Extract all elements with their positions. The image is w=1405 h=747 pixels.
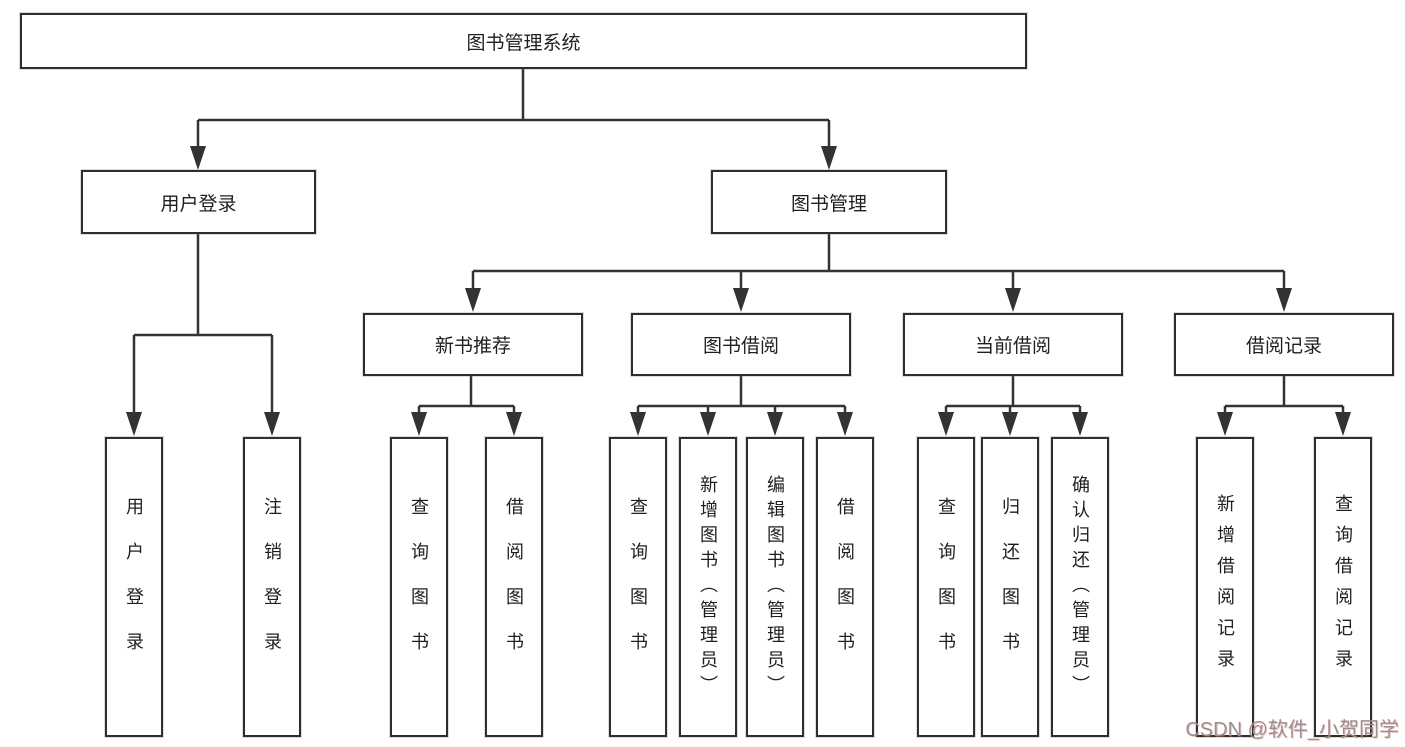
node-root: 图书管理系统	[20, 13, 1027, 69]
node-book-management: 图书管理	[711, 170, 947, 234]
leaf-query-books-borrow: 查询图书	[609, 437, 667, 737]
csdn-watermark: CSDN @软件_小贺同学	[1185, 719, 1399, 741]
leaf-query-books-recommend: 查询图书	[390, 437, 448, 737]
node-borrow-records: 借阅记录	[1174, 313, 1394, 376]
leaf-add-borrow-record: 新增借阅记录	[1196, 437, 1254, 737]
leaf-borrow-books-recommend: 借阅图书	[485, 437, 543, 737]
leaf-logout: 注销登录	[243, 437, 301, 737]
leaf-confirm-return-admin: 确认归还（管理员）	[1051, 437, 1109, 737]
node-book-borrow: 图书借阅	[631, 313, 851, 376]
leaf-return-books: 归还图书	[981, 437, 1039, 737]
leaf-user-login: 用户登录	[105, 437, 163, 737]
arrowhead-icons	[126, 146, 1351, 436]
leaf-edit-books-admin: 编辑图书（管理员）	[746, 437, 804, 737]
leaf-borrow-books: 借阅图书	[816, 437, 874, 737]
node-new-book-recommend: 新书推荐	[363, 313, 583, 376]
leaf-query-borrow-record: 查询借阅记录	[1314, 437, 1372, 737]
leaf-add-books-admin: 新增图书（管理员）	[679, 437, 737, 737]
node-current-borrow: 当前借阅	[903, 313, 1123, 376]
node-user-login: 用户登录	[81, 170, 316, 234]
leaf-query-books-current: 查询图书	[917, 437, 975, 737]
